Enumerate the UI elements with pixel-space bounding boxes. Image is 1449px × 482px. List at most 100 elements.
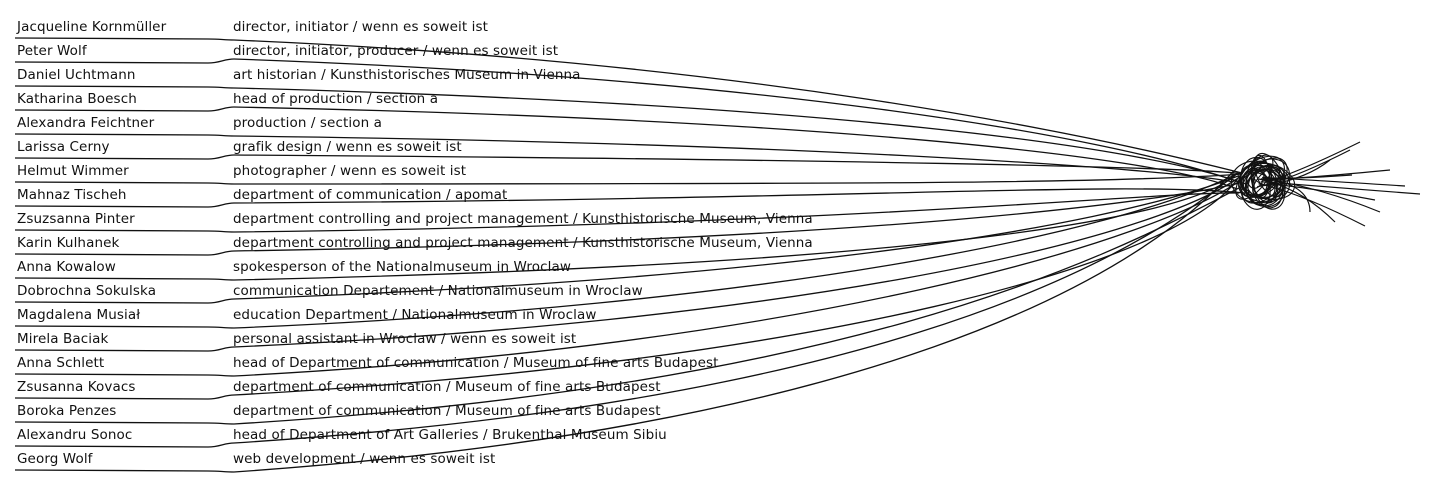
person-name: Katharina Boesch: [17, 91, 137, 107]
person-role: education Department / Nationalmuseum in…: [233, 307, 597, 323]
outgoing-strand: [1263, 178, 1381, 213]
connection-curve: [233, 174, 1240, 300]
person-row: Anna Schlett head of Department of commu…: [17, 354, 917, 378]
person-role: head of Department of communication / Mu…: [233, 355, 719, 371]
person-row: Jacqueline Kornmüller director, initiato…: [17, 18, 917, 42]
person-name: Alexandra Feichtner: [17, 115, 155, 131]
row-underline: [14, 442, 235, 448]
row-underline: [14, 298, 235, 304]
row-underline: [14, 106, 235, 112]
person-row: Helmut Wimmer photographer / wenn es sow…: [17, 162, 917, 186]
row-underlines: [14, 37, 235, 473]
person-row: Boroka Penzes department of communicatio…: [17, 402, 917, 426]
person-name: Magdalena Musiał: [17, 307, 141, 323]
person-role: art historian / Kunsthistorisches Museum…: [233, 67, 581, 83]
knot-loop: [1247, 168, 1286, 208]
person-role: grafik design / wenn es soweit ist: [233, 139, 462, 155]
person-row: Mahnaz Tischeh department of communicati…: [17, 186, 917, 210]
connection-curve: [233, 173, 1240, 185]
outgoing-strand: [1264, 176, 1406, 187]
person-name: Peter Wolf: [17, 43, 87, 59]
row-underline: [14, 469, 235, 473]
row-underline: [14, 325, 235, 329]
row-underline: [14, 37, 235, 41]
knot-loop: [1241, 157, 1288, 204]
person-role: head of production / section a: [233, 91, 439, 107]
person-name: Zsuzsanna Pinter: [17, 211, 135, 227]
person-name: Anna Schlett: [17, 355, 105, 371]
person-role: personal assistant in Wroclaw / wenn es …: [233, 331, 577, 347]
person-name: Dobrochna Sokulska: [17, 283, 157, 299]
person-row: Magdalena Musiał education Department / …: [17, 306, 917, 330]
person-role: web development / wenn es soweit ist: [233, 451, 496, 467]
row-underline: [14, 133, 235, 137]
person-row: Peter Wolf director, initiator, producer…: [17, 42, 917, 66]
person-role: department controlling and project manag…: [233, 211, 813, 227]
person-row: Daniel Uchtmann art historian / Kunsthis…: [17, 66, 917, 90]
person-row: Karin Kulhanek department controlling an…: [17, 234, 917, 258]
person-role: department of communication / Museum of …: [233, 403, 661, 419]
connection-curve: [233, 135, 1234, 183]
connection-curve: [233, 175, 1241, 396]
row-underline: [14, 346, 235, 352]
person-name: Helmut Wimmer: [17, 163, 129, 179]
person-name: Georg Wolf: [17, 451, 93, 467]
person-row: Larissa Cerny grafik design / wenn es so…: [17, 138, 917, 162]
person-role: director, initiator, producer / wenn es …: [233, 43, 559, 59]
row-underline: [14, 277, 235, 281]
row-underline: [14, 154, 235, 160]
outgoing-strands: [1257, 141, 1421, 227]
person-role: production / section a: [233, 115, 383, 131]
person-row: Anna Kowalow spokesperson of the Nationa…: [17, 258, 917, 282]
person-name: Larissa Cerny: [17, 139, 110, 155]
person-role: director, initiator / wenn es soweit ist: [233, 19, 489, 35]
row-underline: [14, 250, 235, 256]
row-underline: [14, 181, 235, 185]
person-role: head of Department of Art Galleries / Br…: [233, 427, 667, 443]
person-name: Alexandru Sonoc: [17, 427, 133, 443]
connection-curve: [233, 187, 1239, 425]
person-role: spokesperson of the Nationalmuseum in Wr…: [233, 259, 571, 275]
person-name: Mirela Baciak: [17, 331, 109, 347]
person-row: Dobrochna Sokulska communication Departe…: [17, 282, 917, 306]
connection-curve: [233, 170, 1234, 473]
person-name: Boroka Penzes: [17, 403, 117, 419]
person-row: Mirela Baciak personal assistant in Wroc…: [17, 330, 917, 354]
person-role: department of communication / Museum of …: [233, 379, 661, 395]
person-row: Georg Wolf web development / wenn es sow…: [17, 450, 917, 474]
person-name: Mahnaz Tischeh: [17, 187, 127, 203]
converging-curves: [233, 39, 1248, 473]
row-underline: [14, 421, 235, 425]
person-name: Jacqueline Kornmüller: [17, 19, 167, 35]
person-role: communication Departement / Nationalmuse…: [233, 283, 643, 299]
row-underline: [14, 85, 235, 89]
connection-curve: [233, 174, 1235, 444]
connection-curve: [233, 188, 1248, 204]
connection-curve: [233, 87, 1247, 185]
person-role: photographer / wenn es soweit ist: [233, 163, 467, 179]
row-underline: [14, 373, 235, 377]
connection-curve: [233, 173, 1238, 329]
row-underline: [14, 58, 235, 64]
row-underline: [14, 394, 235, 400]
connection-curve: [233, 154, 1243, 175]
outgoing-strand: [1260, 174, 1353, 180]
person-role: department of communication / apomat: [233, 187, 508, 203]
connection-curve: [233, 39, 1242, 174]
outgoing-strand: [1257, 159, 1331, 188]
row-underline: [14, 229, 235, 233]
connection-curve: [233, 177, 1238, 348]
person-role: department controlling and project manag…: [233, 235, 813, 251]
person-row: Katharina Boesch head of production / se…: [17, 90, 917, 114]
knot-loop: [1254, 152, 1285, 198]
person-name: Karin Kulhanek: [17, 235, 120, 251]
person-name: Daniel Uchtmann: [17, 67, 136, 83]
row-underline: [14, 202, 235, 208]
person-row: Zsusanna Kovacs department of communicat…: [17, 378, 917, 402]
person-row: Zsuzsanna Pinter department controlling …: [17, 210, 917, 234]
outgoing-strand: [1258, 178, 1336, 223]
person-row: Alexandra Feichtner production / section…: [17, 114, 917, 138]
connection-curve: [233, 58, 1240, 183]
connection-curve: [233, 106, 1237, 190]
